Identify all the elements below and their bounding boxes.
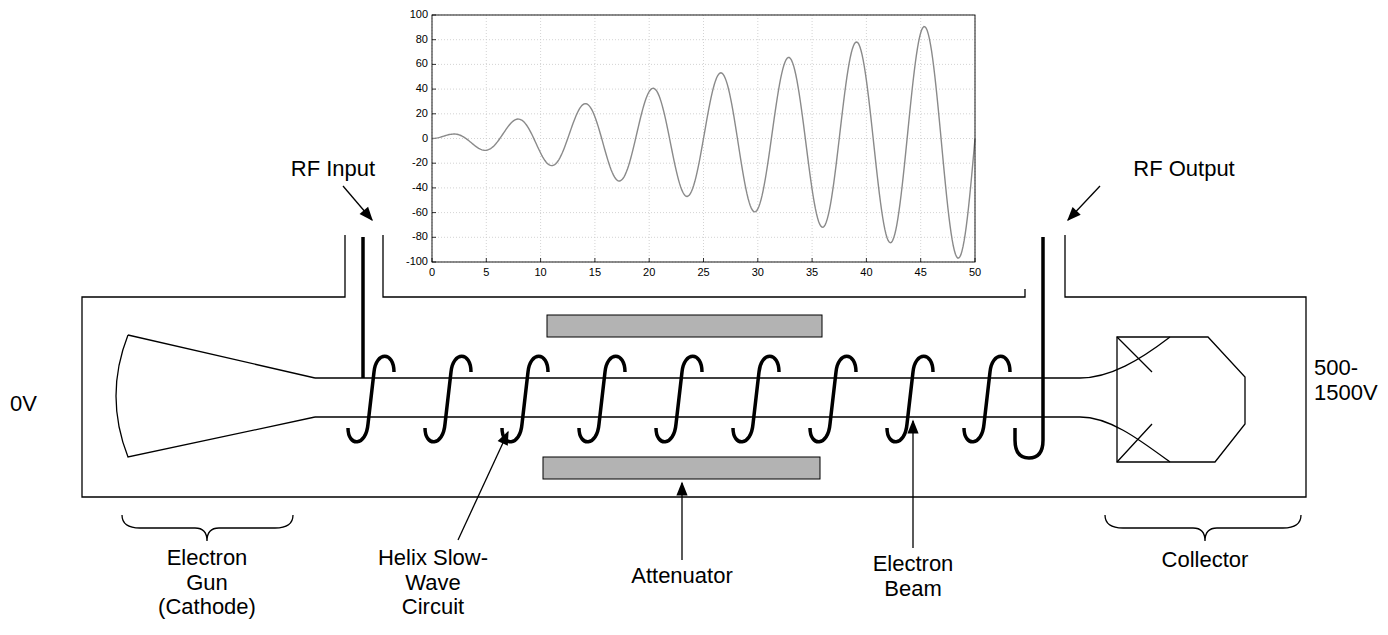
tick-mark <box>432 212 436 213</box>
grid-line <box>432 113 975 114</box>
tick-mark <box>866 258 867 262</box>
leader-arrow <box>458 432 508 540</box>
brace <box>1105 515 1301 541</box>
tick-mark <box>757 258 758 262</box>
helix-turn <box>502 356 548 442</box>
port-label: RF Output <box>1124 157 1244 182</box>
axis-tick-label: 0 <box>388 132 428 144</box>
axis-tick-label: 40 <box>388 82 428 94</box>
axis-tick-label: 15 <box>575 266 615 278</box>
tick-mark <box>432 89 436 90</box>
tick-mark <box>432 237 436 238</box>
axis-tick-label: 20 <box>388 107 428 119</box>
axis-tick-label: 35 <box>792 266 832 278</box>
axis-tick-label: 30 <box>738 266 778 278</box>
helix-turn <box>348 356 394 442</box>
axis-tick-label: 100 <box>388 8 428 20</box>
tick-mark <box>649 258 650 262</box>
helix-turn <box>579 356 625 442</box>
leader-arrow <box>912 421 913 548</box>
axis-tick-label: 60 <box>388 57 428 69</box>
axis-tick-label: 40 <box>846 266 886 278</box>
helix-turn <box>887 356 933 442</box>
helix-turn <box>964 356 1010 442</box>
helix-turn <box>733 356 779 442</box>
collector-body <box>1117 337 1152 462</box>
voltage-label: 500- 1500V <box>1314 356 1386 405</box>
axis-tick-label: -100 <box>388 255 428 267</box>
grid-line <box>432 212 975 213</box>
part-name: Collector <box>1150 548 1260 573</box>
grid-line <box>432 89 975 90</box>
tick-mark <box>432 187 436 188</box>
input-probe <box>361 237 365 378</box>
tube-housing <box>82 235 1306 497</box>
axis-tick-label: -60 <box>388 206 428 218</box>
tick-mark <box>812 258 813 262</box>
axis-tick-label: -20 <box>388 156 428 168</box>
grid-line <box>866 15 867 262</box>
helix-coil <box>348 356 1010 442</box>
electron-gun <box>116 335 315 457</box>
axis-tick-label: 5 <box>466 266 506 278</box>
axis-tick-label: 20 <box>629 266 669 278</box>
part-name: Electron Gun (Cathode) <box>148 546 266 620</box>
plot-area <box>432 15 975 262</box>
grid-line <box>432 187 975 188</box>
grid-line <box>432 64 975 65</box>
axis-tick-label: 0 <box>412 266 452 278</box>
helix-turn <box>810 356 856 442</box>
growing-wave <box>432 27 975 258</box>
part-name: Helix Slow-Wave Circuit <box>372 546 494 620</box>
brace <box>122 515 293 541</box>
tick-mark <box>920 258 921 262</box>
output-probe <box>1015 237 1043 458</box>
grid-line <box>757 15 758 262</box>
grid-line <box>432 39 975 40</box>
part-name: Electron Beam <box>858 552 968 601</box>
axis-tick-label: 25 <box>684 266 724 278</box>
grid-line <box>812 15 813 262</box>
axis-tick-label: -80 <box>388 230 428 242</box>
axis-tick-label: 50 <box>955 266 995 278</box>
tick-mark <box>432 39 436 40</box>
voltage-label: 0V <box>10 392 60 417</box>
axis-tick-label: 10 <box>521 266 561 278</box>
helix-turn <box>425 356 471 442</box>
leader-arrow <box>681 483 682 560</box>
grid-line <box>432 163 975 164</box>
tick-mark <box>432 113 436 114</box>
tick-mark <box>432 163 436 164</box>
waveform-plot <box>432 15 975 262</box>
axis-tick-label: -40 <box>388 181 428 193</box>
tick-mark <box>703 258 704 262</box>
tick-mark <box>486 258 487 262</box>
leader-arrow <box>1068 186 1100 220</box>
leader-arrow <box>343 186 372 220</box>
tick-mark <box>432 64 436 65</box>
collector-body <box>1117 337 1245 462</box>
attenuator-block <box>543 457 820 479</box>
tick-mark <box>594 258 595 262</box>
axis-tick-label: 80 <box>388 33 428 45</box>
tick-mark <box>540 258 541 262</box>
helix-turn <box>656 356 702 442</box>
port-label: RF Input <box>283 157 383 182</box>
attenuator-block <box>547 315 822 337</box>
part-name: Attenuator <box>612 564 752 589</box>
plot-frame <box>432 15 975 262</box>
axis-tick-label: 45 <box>901 266 941 278</box>
